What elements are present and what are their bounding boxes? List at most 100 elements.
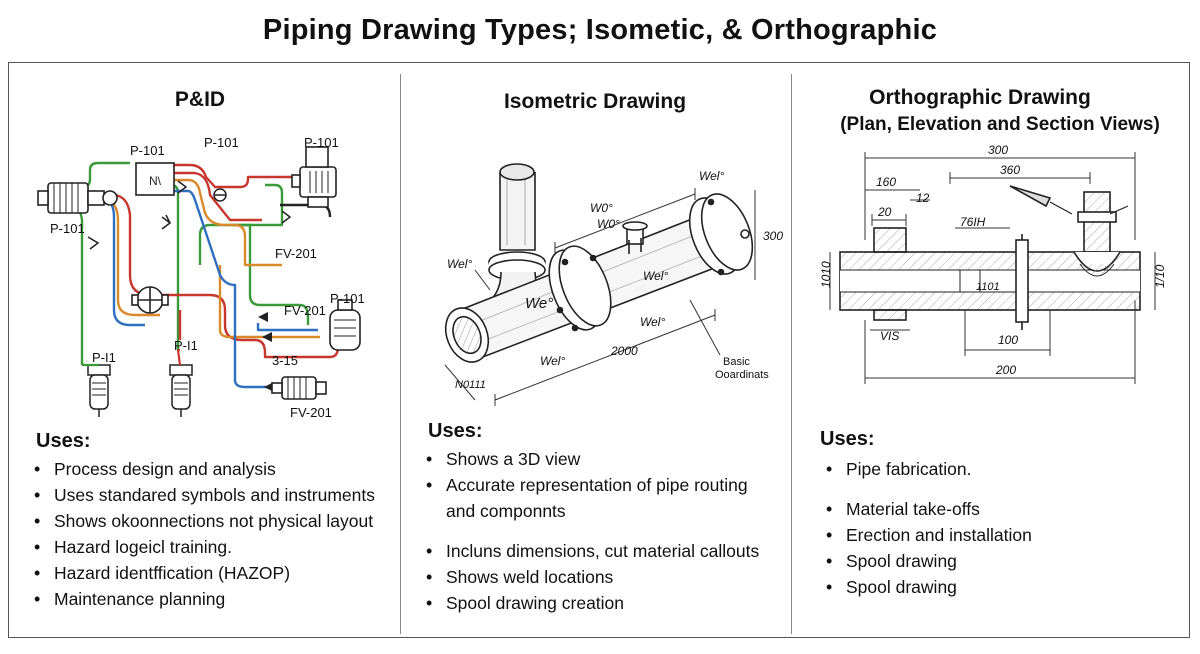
iso-label-weld-d: W0°	[597, 217, 620, 231]
diagram-frame	[8, 62, 1190, 638]
iso-dim-line-left	[444, 364, 476, 401]
pid-line-red-2	[155, 171, 262, 222]
iso-dim-line-bottom	[494, 314, 716, 401]
iso-use-spacer	[420, 524, 786, 538]
ortho-dim-360	[949, 172, 1091, 184]
pid-use-item: Uses standared symbols and instruments	[28, 482, 398, 508]
iso-label-300: 300	[763, 229, 783, 243]
ortho-dim-20	[871, 214, 907, 226]
ortho-heading: Orthographic Drawing	[869, 86, 1091, 109]
ortho-label-110: 1/10	[1153, 264, 1167, 288]
iso-use-item: Shows a 3D view	[420, 446, 786, 472]
pid-label-p101-c: P-101	[304, 135, 339, 150]
iso-uses-list: Shows a 3D view Accurate representation …	[420, 446, 786, 616]
iso-label-weld-g: Wel°	[540, 354, 565, 368]
ortho-label-360: 360	[1000, 163, 1020, 177]
ortho-label-1010: 1010	[819, 261, 833, 288]
iso-use-item: Incluns dimensions, cut material callout…	[420, 538, 786, 564]
ortho-use-item: Pipe fabrication.	[820, 456, 1170, 482]
pid-line-orange-3	[218, 265, 320, 339]
iso-label-coordinates: Ooardinats	[715, 369, 769, 381]
pid-label-p101-b: P-101	[204, 135, 239, 150]
panel-divider-1	[400, 74, 401, 634]
pid-label-pi-a: P-I1	[92, 350, 116, 365]
pid-label-p101-a: P-101	[130, 143, 165, 158]
ortho-subheading: (Plan, Elevation and Section Views)	[840, 114, 1160, 135]
ortho-valve-operator	[1009, 185, 1052, 208]
pid-label-315: 3-15	[272, 353, 298, 368]
pid-check-valve-1	[177, 180, 188, 194]
iso-drawing: Wel° Wel° W0° W0° Wel° Wel° Wel° We° 200…	[444, 163, 783, 406]
ortho-label-1101: 1101	[976, 281, 1000, 293]
pid-line-red-3	[114, 193, 320, 359]
pid-flow-arrow-1	[258, 312, 268, 322]
pid-flow-arrow-2	[262, 332, 272, 342]
ortho-label-vis: VIS	[880, 329, 899, 343]
iso-label-basic: Basic	[723, 356, 750, 368]
iso-dim-line-top	[554, 193, 696, 249]
pid-uses-list: Process design and analysis Uses standar…	[28, 456, 398, 612]
iso-label-weld-e: Wel°	[643, 269, 668, 283]
pid-line-green-4	[198, 183, 284, 265]
ortho-center-flange	[1015, 239, 1029, 323]
pid-check-valve-2	[161, 214, 172, 230]
ortho-label-160: 160	[876, 175, 896, 189]
pid-line-orange-1	[155, 178, 282, 267]
iso-riser	[499, 172, 536, 251]
iso-heading: Isometric Drawing	[503, 90, 687, 113]
iso-label-weld-b: Wel°	[447, 257, 472, 271]
iso-use-item: Spool drawing creation	[420, 590, 786, 616]
ortho-label-100: 100	[998, 333, 1018, 347]
pid-control-valve-center	[131, 286, 169, 314]
iso-use-item-continued: and componnts	[446, 501, 566, 521]
pid-label-p101-d: P-101	[50, 221, 85, 236]
pid-uses-title: Uses:	[36, 430, 91, 452]
pid-line-red-1	[155, 163, 295, 189]
iso-leader-basic	[689, 299, 721, 356]
ortho-uses-title: Uses:	[820, 428, 875, 450]
ortho-left-stub	[873, 227, 907, 253]
pid-filter-left	[87, 364, 111, 417]
ortho-use-item: Material take-offs	[820, 496, 1170, 522]
ortho-drawing: 300 360 160 12 20 76IH 1010 1101 1/10 VI…	[819, 143, 1167, 384]
pid-schematic: N\	[37, 135, 365, 420]
ortho-label-20: 20	[877, 205, 892, 219]
pid-use-item: Shows okoonnections not physical layout	[28, 508, 398, 534]
pid-line-green-3	[155, 183, 180, 350]
ortho-label-76ih: 76IH	[960, 215, 986, 229]
ortho-label-200: 200	[995, 363, 1016, 377]
page-title: Piping Drawing Types; Isometic, & Orthog…	[262, 14, 938, 46]
iso-label-weld-f: Wel°	[640, 315, 665, 329]
ortho-use-item: Erection and installation	[820, 522, 1170, 548]
pid-use-item: Hazard identffication (HAZOP)	[28, 560, 398, 586]
pid-label-fv201-c: FV-201	[290, 405, 332, 420]
panel-divider-2	[791, 74, 792, 634]
pid-label-fv201-a: FV-201	[275, 246, 317, 261]
pid-line-blue-3	[256, 323, 318, 332]
iso-use-item: Accurate representation of pipe routing	[420, 472, 786, 498]
pid-motor-pump-top	[291, 146, 337, 208]
iso-label-2000: 2000	[610, 344, 638, 358]
iso-label-weld-a: Wel°	[699, 169, 724, 183]
ortho-use-spacer	[820, 482, 1170, 496]
iso-label-n0111: N0111	[455, 379, 486, 391]
ortho-label-300: 300	[988, 143, 1008, 157]
pid-line-blue-2	[155, 189, 282, 389]
pid-line-green-5	[230, 223, 310, 325]
pid-use-item: Process design and analysis	[28, 456, 398, 482]
pid-use-item: Hazard logeicl training.	[28, 534, 398, 560]
ortho-use-item: Spool drawing	[820, 574, 1170, 600]
pid-label-fv201-b: FV-201	[284, 303, 326, 318]
pid-relief-valve-1	[87, 236, 100, 250]
pid-label-pi-b: P-I1	[174, 338, 198, 353]
pid-heading: P&ID	[174, 88, 226, 111]
ortho-label-12: 12	[916, 191, 930, 205]
iso-uses-title: Uses:	[428, 420, 483, 442]
ortho-use-item: Spool drawing	[820, 548, 1170, 574]
svg-text:N\: N\	[149, 174, 162, 188]
pid-label-p101-e: P-101	[330, 291, 365, 306]
pid-relief-valve-2	[281, 210, 292, 224]
pid-filter-middle	[169, 364, 193, 417]
iso-use-item: Shows weld locations	[420, 564, 786, 590]
pid-instrument-box: N\	[135, 162, 175, 196]
